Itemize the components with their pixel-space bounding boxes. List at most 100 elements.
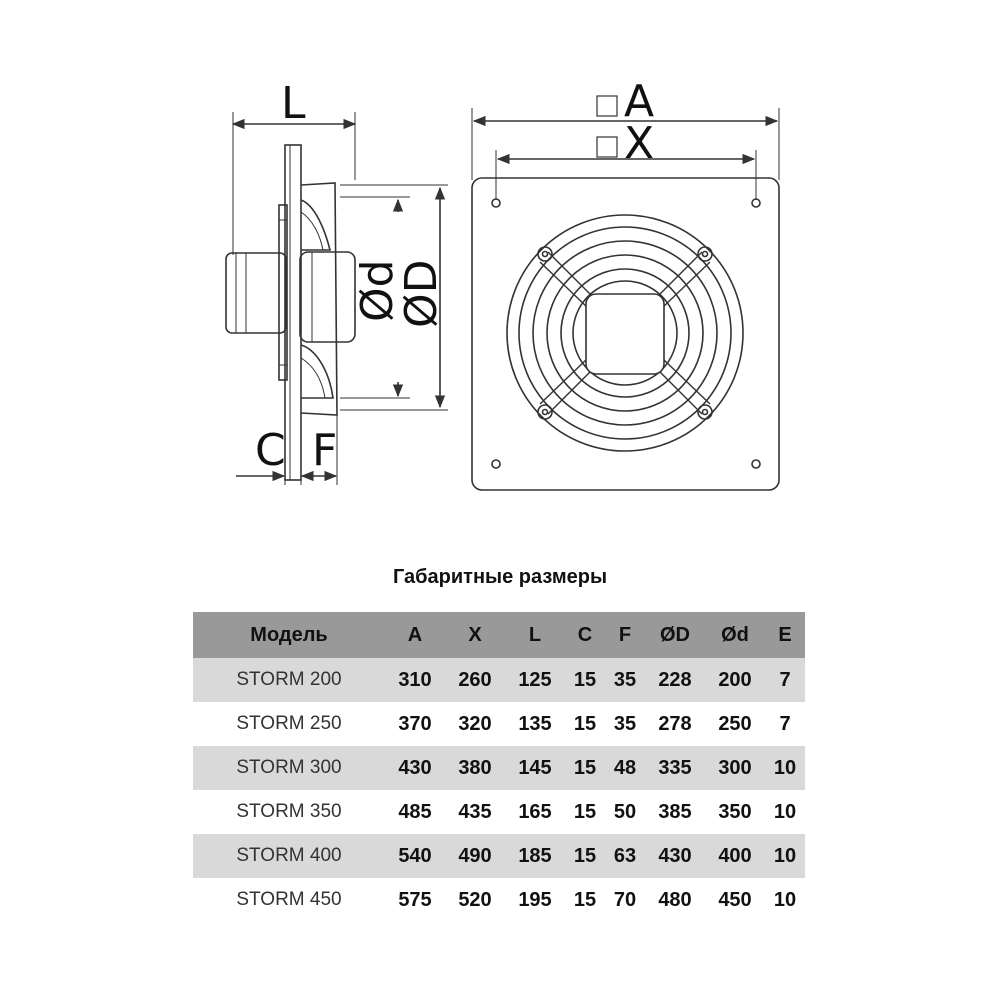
label-x: X <box>624 118 654 169</box>
value-cell: 35 <box>613 712 637 735</box>
model-cell: STORM 300 <box>193 746 385 790</box>
model-cell: STORM 250 <box>236 713 342 734</box>
value-cell: 7 <box>765 658 805 702</box>
value-cell: 350 <box>718 800 752 823</box>
front-opening <box>506 214 744 452</box>
grille-ring <box>572 280 678 386</box>
value-cell: 195 <box>518 888 552 911</box>
value-cell: 400 <box>705 834 765 878</box>
label-l: L <box>281 78 306 129</box>
value-cell: 15 <box>573 888 597 911</box>
header-model: Модель <box>193 612 385 658</box>
grille-tab <box>697 246 713 262</box>
value-cell: 15 <box>573 800 597 823</box>
value-cell: 35 <box>605 658 645 702</box>
value-cell: 310 <box>385 658 445 702</box>
grille-bars <box>539 251 711 415</box>
label-d-inner: Ød <box>352 259 403 322</box>
value-cell: 260 <box>445 658 505 702</box>
side-motor <box>225 252 287 334</box>
value-cell: 575 <box>398 888 432 911</box>
value-cell: 540 <box>385 834 445 878</box>
value-cell: 485 <box>398 800 432 823</box>
label-f: F <box>312 425 337 476</box>
fan-technical-drawing: L C F Ød ØD <box>225 76 780 491</box>
value-cell: 278 <box>658 712 692 735</box>
grille-ring <box>532 240 718 426</box>
model-cell: STORM 450 <box>236 889 342 910</box>
grille-tab <box>537 404 553 420</box>
label-c: C <box>255 425 286 476</box>
value-cell: 10 <box>773 888 797 911</box>
side-plate <box>284 144 302 481</box>
value-cell: 430 <box>385 746 445 790</box>
value-cell: 15 <box>573 712 597 735</box>
model-cell: STORM 400 <box>193 834 385 878</box>
table-row: STORM 450 575 520 195 15 70 480 450 10 <box>193 878 805 922</box>
grille-tab <box>537 246 553 262</box>
value-cell: 50 <box>613 800 637 823</box>
header-col: E <box>765 612 805 658</box>
value-cell: 48 <box>605 746 645 790</box>
header-col: F <box>605 612 645 658</box>
value-cell: 145 <box>505 746 565 790</box>
value-cell: 125 <box>505 658 565 702</box>
header-col: A <box>385 612 445 658</box>
side-view <box>225 112 448 485</box>
value-cell: 200 <box>705 658 765 702</box>
value-cell: 490 <box>445 834 505 878</box>
value-cell: 10 <box>773 800 797 823</box>
table-title: Габаритные размеры <box>392 566 608 588</box>
value-cell: 335 <box>645 746 705 790</box>
value-cell: 480 <box>658 888 692 911</box>
mount-hole-tl <box>491 198 501 208</box>
label-a: A <box>624 76 654 127</box>
header-col: X <box>445 612 505 658</box>
value-cell: 10 <box>765 834 805 878</box>
header-col: C <box>565 612 605 658</box>
value-cell: 185 <box>505 834 565 878</box>
value-cell: 15 <box>565 658 605 702</box>
value-cell: 450 <box>718 888 752 911</box>
value-cell: 15 <box>565 746 605 790</box>
value-cell: 380 <box>445 746 505 790</box>
value-cell: 10 <box>765 746 805 790</box>
value-cell: 300 <box>705 746 765 790</box>
mount-hole-bl <box>491 459 501 469</box>
grille-ring <box>546 254 704 412</box>
grille-ring <box>518 226 732 440</box>
square-symbol-a <box>596 95 618 117</box>
value-cell: 320 <box>458 712 492 735</box>
center-motor-plate <box>585 293 665 375</box>
model-cell: STORM 350 <box>236 801 342 822</box>
header-col: Ød <box>705 612 765 658</box>
header-col: ØD <box>645 612 705 658</box>
value-cell: 520 <box>458 888 492 911</box>
header-col: L <box>505 612 565 658</box>
mount-hole-tr <box>751 198 761 208</box>
value-cell: 70 <box>613 888 637 911</box>
model-cell: STORM 200 <box>193 658 385 702</box>
value-cell: 165 <box>518 800 552 823</box>
mount-hole-br <box>751 459 761 469</box>
square-symbol-x <box>596 136 618 158</box>
grille-ring <box>560 268 690 398</box>
value-cell: 370 <box>398 712 432 735</box>
value-cell: 385 <box>658 800 692 823</box>
front-plate <box>471 177 780 491</box>
front-view <box>471 95 780 491</box>
value-cell: 63 <box>605 834 645 878</box>
value-cell: 135 <box>518 712 552 735</box>
value-cell: 430 <box>645 834 705 878</box>
value-cell: 15 <box>565 834 605 878</box>
label-d-outer: ØD <box>396 259 447 328</box>
value-cell: 7 <box>779 712 791 735</box>
grille-tab <box>697 404 713 420</box>
